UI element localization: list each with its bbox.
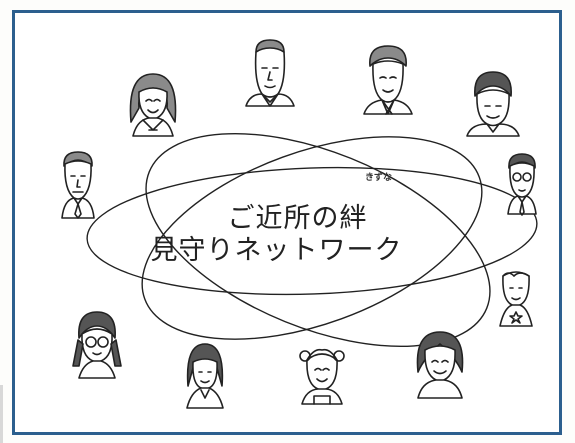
ellipse-tilt-right [145, 132, 491, 348]
diagram-title-line2: 見守りネットワーク [150, 235, 403, 266]
girl-schoolgirl-icon [186, 343, 224, 409]
ellipse-tilt-left [141, 136, 483, 340]
title-ruby: きずな [365, 173, 393, 183]
girl-pigtails-icon [299, 348, 345, 405]
network-ellipses [86, 132, 538, 348]
ellipse-wide [86, 166, 538, 296]
man-tie-icon [61, 151, 95, 219]
man-glasses-tie-icon [507, 153, 537, 216]
elderly-man-icon [245, 39, 295, 107]
girl-glasses-braids-icon [72, 311, 122, 379]
boy-icon [499, 271, 533, 327]
woman-smiling-icon [416, 331, 464, 399]
elderly-woman-icon [466, 71, 520, 137]
schoolgirl-long-hair-icon [129, 73, 177, 137]
scan-edge [0, 385, 3, 443]
elderly-woman-kimono-icon [363, 45, 413, 115]
diagram-title-line1: ご近所の絆 [227, 203, 368, 234]
